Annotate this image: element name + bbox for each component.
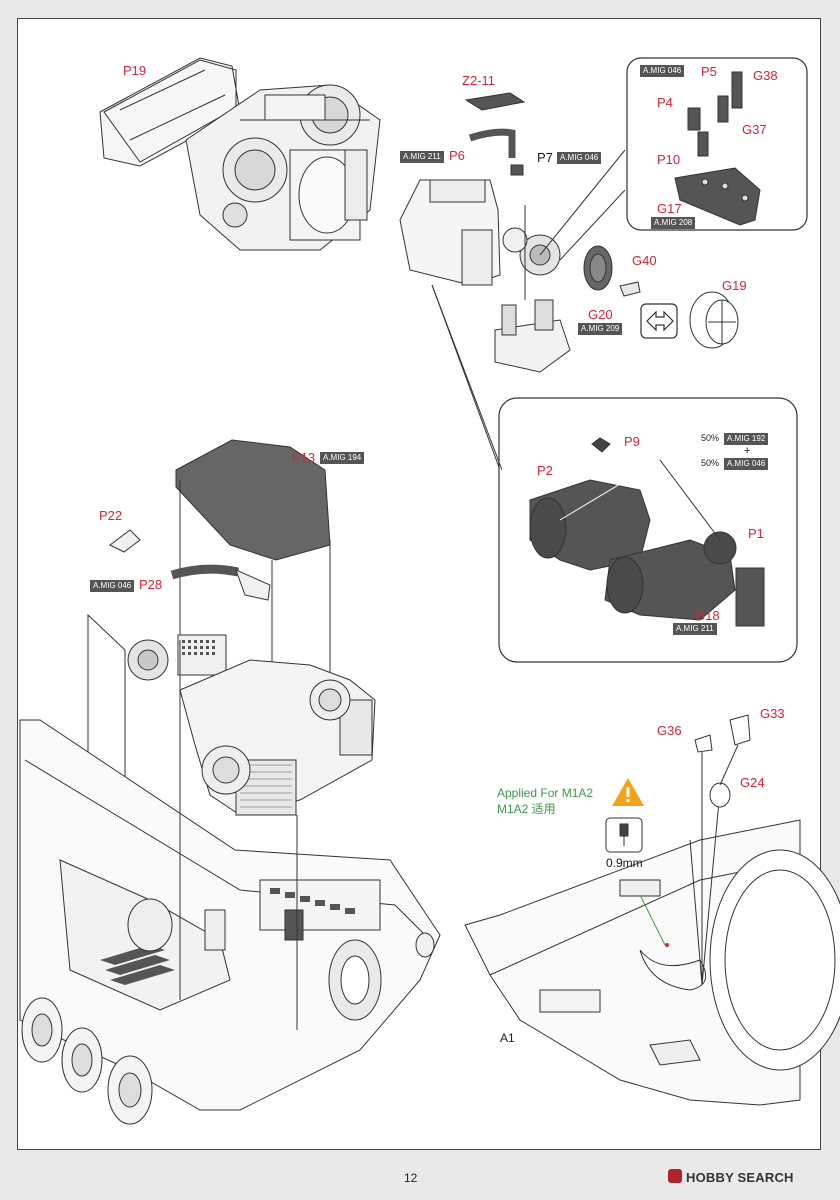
part-label-p4: P4	[657, 95, 673, 110]
paint-g18: A.MIG 211	[673, 623, 717, 635]
hull-left	[19, 640, 441, 1125]
mix-pct-b: 50%	[701, 458, 720, 468]
part-label-g38: G38	[753, 68, 778, 83]
paint-p13: A.MIG 194	[320, 452, 365, 464]
part-label-g18: G18	[695, 608, 720, 623]
part-label-p5: P5	[701, 64, 717, 79]
warning-triangle-icon	[612, 778, 644, 806]
paint-p6: A.MIG 211	[400, 151, 444, 163]
part-label-g40: G40	[632, 253, 657, 268]
engine-upper-assembly	[99, 57, 381, 251]
callout-parts-middle	[529, 437, 765, 627]
flip-arrows-icon	[640, 303, 678, 339]
paint-mix-b: A.MIG 046	[724, 458, 769, 470]
brand-name: HOBBY SEARCH	[686, 1170, 794, 1185]
part-label-p2: P2	[537, 463, 553, 478]
part-label-p22: P22	[99, 508, 123, 523]
part-label-p7: P7	[537, 150, 553, 165]
part-label-p13: P13	[292, 450, 316, 465]
drill-size: 0.9mm	[606, 856, 643, 870]
part-label-p28: P28	[139, 577, 163, 592]
mix-plus: +	[744, 445, 751, 457]
brand-logo-icon	[668, 1169, 682, 1183]
part-label-p10: P10	[657, 152, 681, 167]
part-label-g20: G20	[588, 307, 613, 322]
part-label-g37: G37	[742, 122, 767, 137]
paint-g17: A.MIG 208	[651, 217, 696, 229]
part-label-g19: G19	[722, 278, 747, 293]
part-label-z2-11: Z2-11	[462, 73, 495, 88]
note-applied-cn: M1A2 适用	[497, 802, 556, 816]
part-label-g17: G17	[657, 201, 682, 216]
part-label-g33: G33	[760, 706, 785, 721]
drill-icon	[605, 817, 643, 853]
paint-mix-a: A.MIG 192	[724, 433, 769, 445]
callout-parts-top	[674, 71, 761, 226]
paint-p7: A.MIG 046	[557, 152, 602, 164]
part-label-p6: P6	[449, 148, 465, 163]
paint-p28: A.MIG 046	[90, 580, 135, 592]
part-label-a1: A1	[500, 1031, 515, 1045]
page-number: 12	[404, 1171, 418, 1185]
part-label-p1: P1	[748, 526, 764, 541]
part-label-g24: G24	[740, 775, 765, 790]
exhaust-assembly	[399, 92, 739, 471]
paint-g20: A.MIG 209	[578, 323, 623, 335]
part-label-p19: P19	[123, 63, 147, 78]
engine-lower-assembly	[87, 439, 376, 816]
paint-p5: A.MIG 046	[640, 65, 685, 77]
hull-right	[464, 714, 840, 1106]
part-label-g36: G36	[657, 723, 682, 738]
mix-pct-a: 50%	[701, 433, 720, 443]
part-label-p9: P9	[624, 434, 640, 449]
callout-box-top	[626, 57, 808, 231]
note-applied-en: Applied For M1A2	[497, 786, 594, 800]
